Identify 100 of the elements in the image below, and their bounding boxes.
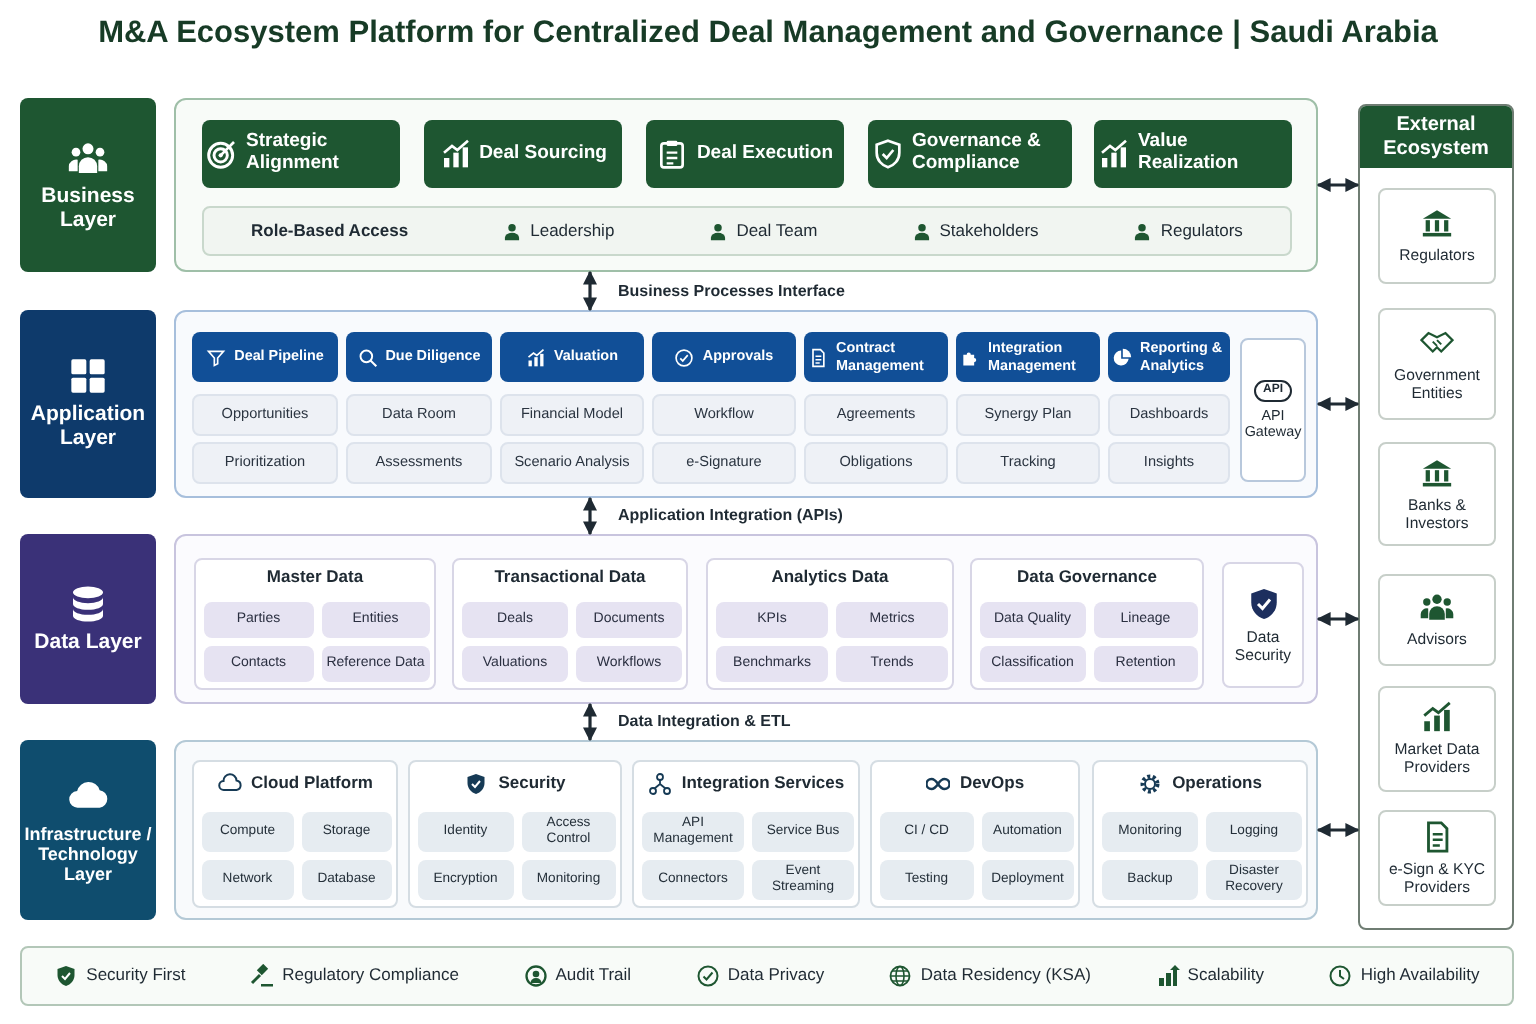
service-cell <box>418 812 513 852</box>
capability-box <box>1094 120 1292 188</box>
principle-label: Audit Trail <box>555 966 632 986</box>
service-cell <box>521 812 616 852</box>
service-cell <box>752 812 854 852</box>
function-cell <box>192 394 338 436</box>
function-cell <box>192 442 338 484</box>
service-cell <box>1206 812 1302 852</box>
function-cell <box>652 442 796 484</box>
data-domain-box <box>970 558 1204 690</box>
double-arrow <box>1316 178 1360 192</box>
layer-title: Application Layer <box>28 404 148 452</box>
role-label: Stakeholders <box>939 221 1039 241</box>
group-title: Data Governance <box>1017 568 1157 588</box>
service-cell <box>752 860 854 900</box>
edge-label: Application Integration (APIs) <box>614 506 847 524</box>
role-label: Role-Based Access <box>251 221 409 241</box>
service-cell <box>521 860 616 900</box>
layer-panel <box>174 740 1318 920</box>
layer-panel <box>174 534 1318 704</box>
module-header <box>500 332 644 382</box>
service-cell <box>1102 812 1198 852</box>
edge-label: Data Integration & ETL <box>614 712 795 730</box>
double-arrow <box>1316 823 1360 837</box>
module-header <box>956 332 1100 382</box>
function-cell <box>804 394 948 436</box>
data-entity-cell <box>836 646 948 682</box>
module-header <box>346 332 492 382</box>
role-label: Leadership <box>530 221 615 241</box>
role-label: Regulators <box>1160 221 1243 241</box>
partner-box <box>1378 442 1496 546</box>
module-header <box>192 332 338 382</box>
layer-box <box>20 310 156 498</box>
diagram-title: M&A Ecosystem Platform for Centralized Deal Management and Governance | Saudi Arabia <box>96 16 1440 52</box>
capability-label: Value Realization <box>1138 132 1241 176</box>
capability-label: Strategic Alignment <box>246 132 341 176</box>
capability-label: Deal Execution <box>696 143 834 165</box>
layer-panel <box>174 98 1318 272</box>
function-cell <box>1108 442 1230 484</box>
group-title: Integration Services <box>681 774 845 794</box>
function-cell <box>1108 394 1230 436</box>
data-entity-cell <box>462 646 568 682</box>
partner-box <box>1378 574 1496 666</box>
service-cell <box>981 860 1074 900</box>
principle-label: Data Privacy <box>727 966 825 986</box>
function-cell <box>956 394 1100 436</box>
group-title: Security <box>498 774 566 794</box>
double-arrow <box>583 496 597 536</box>
data-entity-cell <box>462 602 568 638</box>
data-entity-cell <box>204 646 313 682</box>
ecosystem-header: External Ecosystem <box>1360 106 1512 168</box>
data-entity-cell <box>1093 646 1198 682</box>
function-cell <box>652 394 796 436</box>
function-cell <box>804 442 948 484</box>
service-group-box <box>632 760 860 908</box>
data-domain-box <box>706 558 954 690</box>
data-entity-cell <box>980 646 1085 682</box>
layer-panel <box>174 310 1318 498</box>
partner-box <box>1378 686 1496 792</box>
service-cell <box>642 812 744 852</box>
data-entity-cell <box>716 646 828 682</box>
function-cell <box>346 394 492 436</box>
role-bar <box>202 206 1292 256</box>
security-box <box>1222 562 1304 688</box>
module-header <box>804 332 948 382</box>
double-arrow <box>1316 397 1360 411</box>
data-entity-cell <box>204 602 313 638</box>
group-title: Analytics Data <box>771 568 889 588</box>
service-cell <box>301 812 392 852</box>
service-cell <box>301 860 392 900</box>
ecosystem-panel <box>1358 104 1514 930</box>
data-entity-cell <box>1093 602 1198 638</box>
group-title: Cloud Platform <box>251 774 373 794</box>
layer-title: Infrastructure / Technology Layer <box>24 823 152 885</box>
capability-label: Deal Sourcing <box>479 143 607 165</box>
principle-label: Data Residency (KSA) <box>920 966 1091 986</box>
partner-box <box>1378 810 1496 906</box>
capability-box <box>868 120 1072 188</box>
layer-box <box>20 534 156 704</box>
principle-label: Security First <box>86 966 186 986</box>
double-arrow <box>583 270 597 312</box>
principle-label: Regulatory Compliance <box>282 966 459 986</box>
service-cell <box>1206 860 1302 900</box>
group-title: Master Data <box>266 568 364 588</box>
gateway-box <box>1240 338 1306 482</box>
service-group-box <box>870 760 1080 908</box>
group-title: Operations <box>1172 774 1262 794</box>
principles-bar <box>20 946 1514 1006</box>
data-entity-cell <box>321 646 430 682</box>
data-entity-cell <box>980 602 1085 638</box>
service-cell <box>981 812 1074 852</box>
service-group-box <box>192 760 398 908</box>
function-cell <box>346 442 492 484</box>
data-entity-cell <box>716 602 828 638</box>
double-arrow <box>583 702 597 742</box>
layer-box <box>20 98 156 272</box>
layer-title: Business Layer <box>39 185 137 233</box>
edge-label: Business Processes Interface <box>614 281 849 299</box>
data-domain-box <box>194 558 436 690</box>
group-title: Transactional Data <box>494 568 646 588</box>
